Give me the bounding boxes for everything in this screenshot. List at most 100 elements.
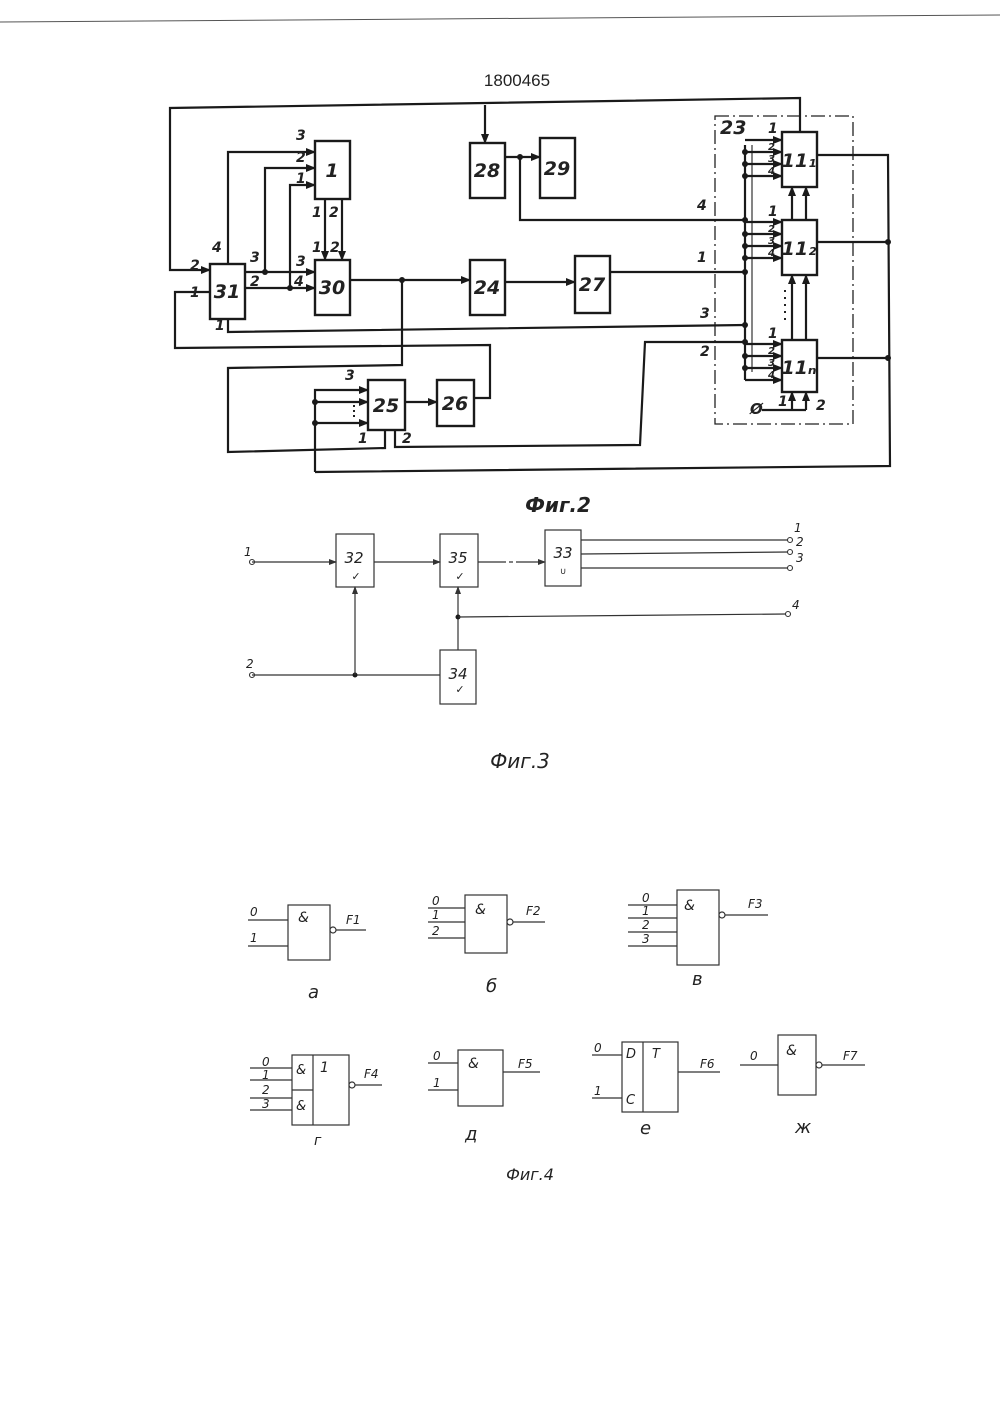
svg-text:0: 0 <box>594 1041 602 1055</box>
svg-text:1: 1 <box>778 394 788 410</box>
svg-text:T: T <box>652 1047 661 1062</box>
svg-text:4: 4 <box>767 248 775 259</box>
svg-text:∪: ∪ <box>560 567 567 577</box>
patent-number: 1800465 <box>484 71 550 90</box>
svg-text:3: 3 <box>250 250 260 266</box>
svg-text:3: 3 <box>296 254 306 270</box>
svg-text:0: 0 <box>433 1049 441 1063</box>
fig4-diagram: & 0 1 F1 а & 0 1 2 F2 <box>248 890 865 1184</box>
block-11-n-label: 11ₙ <box>781 357 816 379</box>
svg-text:34: 34 <box>448 665 467 683</box>
svg-text:2: 2 <box>768 224 775 235</box>
svg-text:1: 1 <box>358 431 368 447</box>
block-24-label: 24 <box>474 277 500 299</box>
svg-text:&: & <box>468 1056 479 1072</box>
svg-text:1: 1 <box>433 1076 441 1090</box>
svg-text:F4: F4 <box>364 1067 379 1081</box>
svg-text:4: 4 <box>211 240 222 256</box>
svg-text:1: 1 <box>320 1060 329 1076</box>
block-26-label: 26 <box>442 393 468 415</box>
svg-text:3: 3 <box>262 1097 270 1111</box>
svg-text:0: 0 <box>262 1055 270 1069</box>
svg-text:3: 3 <box>642 932 650 946</box>
svg-text:✓: ✓ <box>351 570 360 583</box>
svg-text:4: 4 <box>767 166 775 177</box>
svg-text:1: 1 <box>768 326 778 342</box>
svg-text:3: 3 <box>700 306 710 322</box>
svg-text:&: & <box>786 1043 797 1059</box>
svg-text:F3: F3 <box>748 897 763 911</box>
svg-text:1: 1 <box>215 318 225 334</box>
fig3-diagram: 32 ✓ 35 ✓ 33 ∪ 34 ✓ 1 2 1 2 <box>244 521 804 773</box>
svg-text:1: 1 <box>642 904 650 918</box>
svg-text:1: 1 <box>768 204 778 220</box>
svg-text:0: 0 <box>750 1049 758 1063</box>
svg-text:&: & <box>296 1099 306 1114</box>
fig2-diagram: 23 1 28 29 31 30 24 27 25 26 11₁ 11₂ 11ₙ <box>170 98 891 517</box>
gate-e: D C T 0 1 F6 е <box>592 1041 720 1139</box>
block-27-label: 27 <box>579 274 606 296</box>
svg-text:д: д <box>464 1124 477 1145</box>
svg-text:в: в <box>692 969 703 990</box>
block-11-2-label: 11₂ <box>782 238 817 260</box>
svg-text:0: 0 <box>642 891 650 905</box>
block-28-label: 28 <box>474 160 500 182</box>
svg-text:F5: F5 <box>518 1057 533 1071</box>
svg-text:2: 2 <box>250 274 260 290</box>
svg-text:3: 3 <box>296 128 306 144</box>
svg-text:1: 1 <box>794 521 802 535</box>
svg-text:0: 0 <box>432 894 440 908</box>
svg-text:2: 2 <box>402 431 412 447</box>
svg-text:2: 2 <box>296 150 306 166</box>
svg-text:2: 2 <box>329 205 339 221</box>
svg-text:3: 3 <box>345 368 355 384</box>
svg-text:C: C <box>626 1093 636 1108</box>
svg-text:4: 4 <box>792 598 800 612</box>
svg-text:2: 2 <box>768 346 775 357</box>
svg-text:&: & <box>298 910 309 926</box>
svg-text:2: 2 <box>190 258 200 274</box>
svg-text:F1: F1 <box>346 913 361 927</box>
svg-text:&: & <box>684 898 695 914</box>
gate-v: & 0 1 2 3 F3 в <box>628 890 768 990</box>
svg-text:D: D <box>626 1047 636 1062</box>
svg-text:&: & <box>296 1063 306 1078</box>
svg-text:2: 2 <box>700 344 710 360</box>
fig3-caption: Фиг.3 <box>490 749 550 773</box>
fig4-caption: Фиг.4 <box>506 1165 554 1184</box>
svg-text:1: 1 <box>432 908 440 922</box>
svg-text:2: 2 <box>330 240 340 256</box>
svg-text:F2: F2 <box>526 904 541 918</box>
svg-text:3: 3 <box>768 236 775 247</box>
svg-text:2: 2 <box>816 398 826 414</box>
block-29-label: 29 <box>544 158 570 180</box>
block-11-1-label: 11₁ <box>782 150 817 172</box>
block-30-label: 30 <box>319 277 345 299</box>
svg-text:Ø: Ø <box>749 400 764 418</box>
svg-text:4: 4 <box>767 370 775 381</box>
svg-text:&: & <box>475 902 486 918</box>
svg-text:3: 3 <box>768 358 775 369</box>
svg-text:✓: ✓ <box>455 683 464 696</box>
header-rule <box>0 15 1000 22</box>
svg-text:2: 2 <box>796 535 804 549</box>
gate-d: & 0 1 F5 д <box>428 1049 540 1145</box>
svg-text:2: 2 <box>768 142 775 153</box>
svg-text:1: 1 <box>190 285 200 301</box>
block-25-label: 25 <box>373 395 399 417</box>
svg-text:3: 3 <box>768 154 775 165</box>
svg-text:1: 1 <box>312 240 322 256</box>
gate-a: & 0 1 F1 а <box>248 905 366 1003</box>
svg-text:1: 1 <box>244 545 252 559</box>
svg-text:F7: F7 <box>843 1049 858 1063</box>
fig2-caption: Фиг.2 <box>525 493 591 517</box>
svg-text:1: 1 <box>594 1084 602 1098</box>
svg-text:а: а <box>308 982 319 1003</box>
svg-text:1: 1 <box>296 171 306 187</box>
svg-text:3: 3 <box>796 551 804 565</box>
svg-text:1: 1 <box>312 205 322 221</box>
gate-b: & 0 1 2 F2 б <box>428 894 545 997</box>
svg-text:4: 4 <box>696 198 707 214</box>
svg-text:ж: ж <box>794 1117 812 1138</box>
